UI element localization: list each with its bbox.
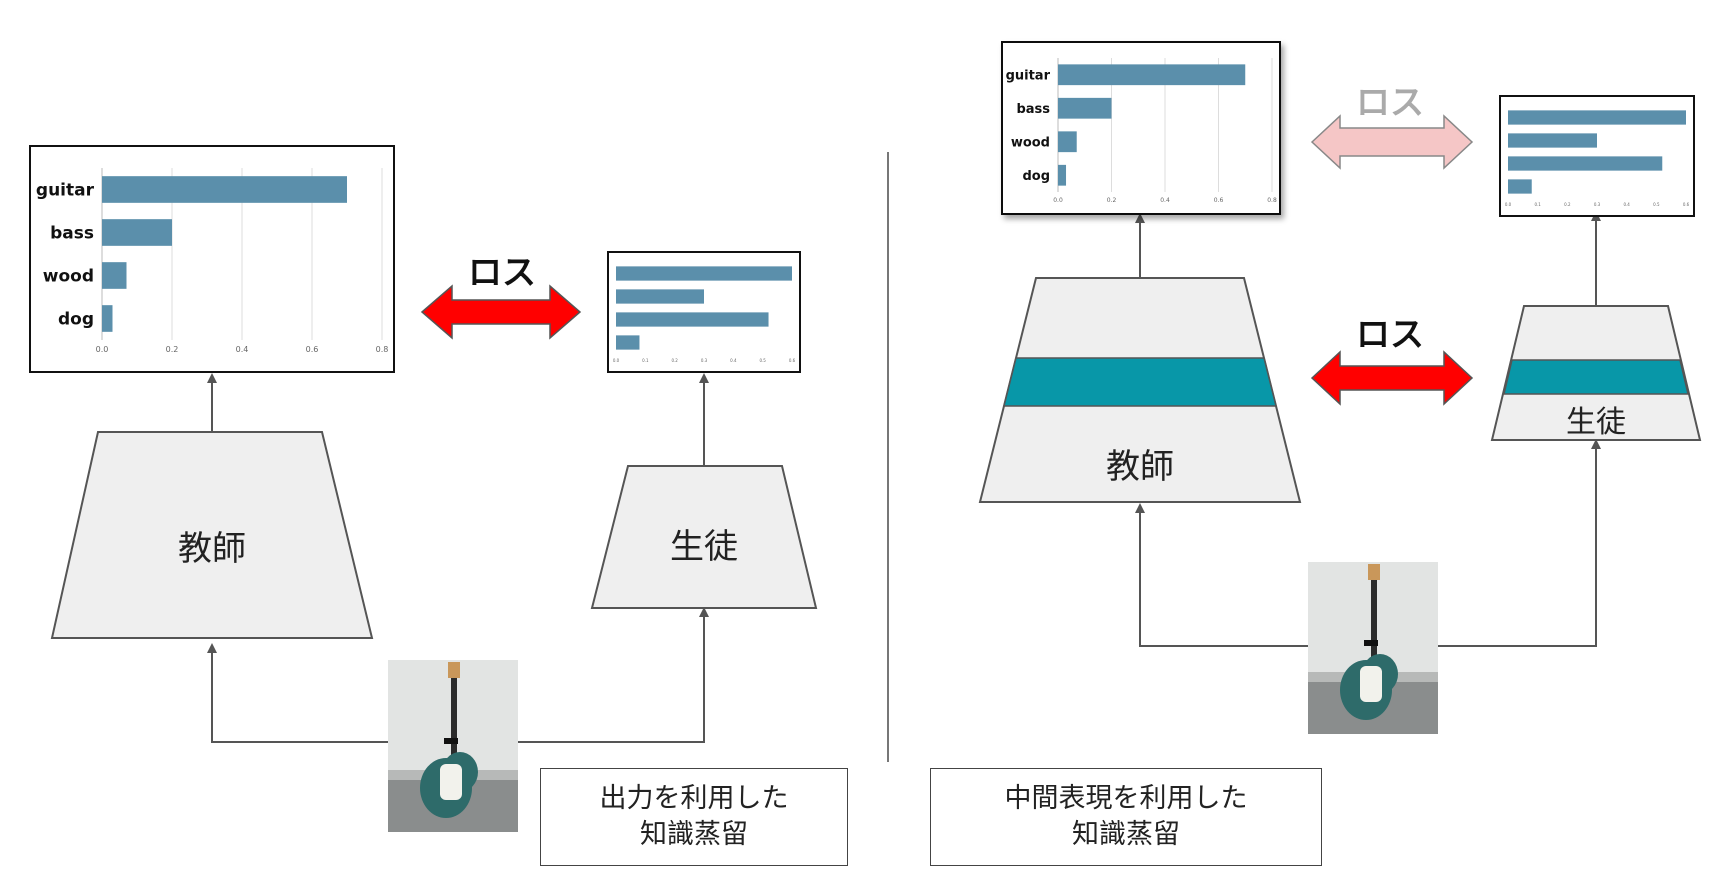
right-student-output-chart: 0.0 0.1 0.2 0.3 0.4 0.5 0.6 bbox=[1499, 95, 1695, 217]
left-teacher-tick-label: 0.2 bbox=[166, 345, 179, 354]
left-caption: 出力を利用した 知識蒸留 bbox=[540, 768, 848, 866]
left-teacher-bar bbox=[102, 262, 127, 289]
left-teacher-tick-label: 0.0 bbox=[96, 345, 109, 354]
left-teacher-chart-ticks: 0.0 0.2 0.4 0.6 0.8 bbox=[96, 345, 389, 354]
left-teacher-tick-label: 0.8 bbox=[376, 345, 389, 354]
left-input-to-student-line bbox=[515, 607, 709, 743]
left-teacher-category-label: guitar bbox=[36, 180, 95, 200]
right-teacher-tick-label: 0.0 bbox=[1053, 197, 1063, 204]
left-teacher-tick-label: 0.4 bbox=[236, 345, 249, 354]
right-teacher-tick-label: 0.6 bbox=[1214, 197, 1224, 204]
right-student-bar bbox=[1508, 156, 1663, 171]
right-teacher-category-label: wood bbox=[1011, 135, 1050, 150]
left-loss-arrow bbox=[420, 284, 582, 340]
right-teacher-bar bbox=[1058, 164, 1067, 186]
right-student-intermediate-layer bbox=[1503, 359, 1689, 395]
left-student-chart-ticks: 0.0 0.1 0.2 0.3 0.4 0.5 0.6 bbox=[613, 358, 796, 363]
left-student-tick-label: 0.2 bbox=[671, 358, 678, 363]
right-student-bar bbox=[1508, 179, 1532, 194]
right-student-bar bbox=[1508, 110, 1686, 125]
right-caption: 中間表現を利用した 知識蒸留 bbox=[930, 768, 1322, 866]
left-student-tick-label: 0.6 bbox=[789, 358, 796, 363]
right-input-guitar-photo bbox=[1308, 562, 1438, 734]
left-student-label: 生徒 bbox=[670, 527, 738, 567]
right-teacher-chart-ticks: 0.0 0.2 0.4 0.6 0.8 bbox=[1053, 197, 1277, 204]
right-input-to-teacher-line bbox=[1135, 503, 1308, 647]
left-teacher-tick-label: 0.6 bbox=[306, 345, 319, 354]
right-teacher-output-chart: guitar bass wood dog 0.0 0.2 0.4 0.6 0.8 bbox=[1001, 41, 1281, 215]
right-student-tick-label: 0.0 bbox=[1505, 202, 1512, 207]
left-student-tick-label: 0.5 bbox=[759, 358, 766, 363]
right-intermediate-loss-label: ロス bbox=[1356, 315, 1424, 355]
right-teacher-tick-label: 0.4 bbox=[1160, 197, 1170, 204]
left-student-bar bbox=[616, 289, 704, 304]
right-student-tick-label: 0.1 bbox=[1534, 202, 1541, 207]
right-teacher-bar bbox=[1058, 97, 1112, 119]
right-teacher-category-label: dog bbox=[1022, 169, 1050, 184]
right-connectors bbox=[1135, 211, 1601, 647]
left-student-output-chart: 0.0 0.1 0.2 0.3 0.4 0.5 0.6 bbox=[607, 251, 801, 373]
right-teacher-intermediate-layer bbox=[1003, 357, 1277, 407]
right-student-label: 生徒 bbox=[1566, 405, 1626, 440]
left-student-chart-bars bbox=[616, 266, 792, 350]
right-caption-line2: 知識蒸留 bbox=[1072, 819, 1180, 850]
right-student-tick-label: 0.2 bbox=[1564, 202, 1571, 207]
right-teacher-tick-label: 0.2 bbox=[1107, 197, 1117, 204]
left-teacher-bar bbox=[102, 305, 113, 332]
left-teacher-category-label: bass bbox=[50, 223, 94, 243]
right-teacher-chart-categories: guitar bass wood dog bbox=[1006, 68, 1051, 184]
right-intermediate-loss-arrow bbox=[1310, 350, 1474, 406]
left-teacher-chart-categories: guitar bass wood dog bbox=[36, 180, 95, 329]
right-teacher-bar bbox=[1058, 64, 1246, 86]
left-loss-label: ロス bbox=[468, 253, 536, 293]
right-teacher-tick-label: 0.8 bbox=[1267, 197, 1277, 204]
left-student-tick-label: 0.3 bbox=[701, 358, 708, 363]
left-student-bar bbox=[616, 312, 769, 327]
left-teacher-bar bbox=[102, 176, 347, 203]
right-teacher-category-label: bass bbox=[1016, 102, 1050, 117]
left-caption-line2: 知識蒸留 bbox=[640, 819, 748, 850]
right-student-tick-label: 0.3 bbox=[1594, 202, 1601, 207]
right-caption-line1: 中間表現を利用した bbox=[1004, 783, 1248, 814]
right-output-loss-label: ロス bbox=[1356, 83, 1424, 123]
right-student-chart-bars bbox=[1508, 110, 1686, 194]
left-teacher-bar bbox=[102, 219, 172, 246]
left-caption-line1: 出力を利用した bbox=[599, 783, 789, 814]
left-teacher-category-label: dog bbox=[58, 309, 94, 329]
right-input-to-student-line bbox=[1436, 439, 1601, 647]
left-teacher-model bbox=[50, 431, 374, 639]
right-teacher-category-label: guitar bbox=[1006, 68, 1051, 83]
right-student-tick-label: 0.4 bbox=[1623, 202, 1630, 207]
left-student-model bbox=[590, 465, 818, 609]
left-student-tick-label: 0.1 bbox=[642, 358, 649, 363]
right-student-tick-label: 0.6 bbox=[1683, 202, 1690, 207]
left-student-tick-label: 0.4 bbox=[730, 358, 737, 363]
right-teacher-chart-bars bbox=[1058, 64, 1246, 186]
left-input-guitar-photo bbox=[388, 660, 518, 832]
right-student-bar bbox=[1508, 133, 1597, 148]
left-student-bar bbox=[616, 266, 792, 281]
right-output-loss-arrow bbox=[1310, 114, 1474, 170]
right-student-chart-ticks: 0.0 0.1 0.2 0.3 0.4 0.5 0.6 bbox=[1505, 202, 1690, 207]
left-student-bar bbox=[616, 335, 640, 350]
left-student-tick-label: 0.0 bbox=[613, 358, 620, 363]
left-teacher-category-label: wood bbox=[43, 266, 94, 286]
left-connectors bbox=[207, 373, 709, 743]
left-input-to-teacher-line bbox=[207, 643, 390, 743]
right-teacher-bar bbox=[1058, 131, 1077, 153]
left-teacher-label: 教師 bbox=[178, 529, 246, 569]
left-teacher-output-chart: guitar bass wood dog 0.0 0.2 0.4 0.6 0.8 bbox=[29, 145, 395, 373]
right-teacher-label: 教師 bbox=[1106, 447, 1174, 487]
right-student-tick-label: 0.5 bbox=[1653, 202, 1660, 207]
left-teacher-chart-bars bbox=[102, 176, 347, 332]
